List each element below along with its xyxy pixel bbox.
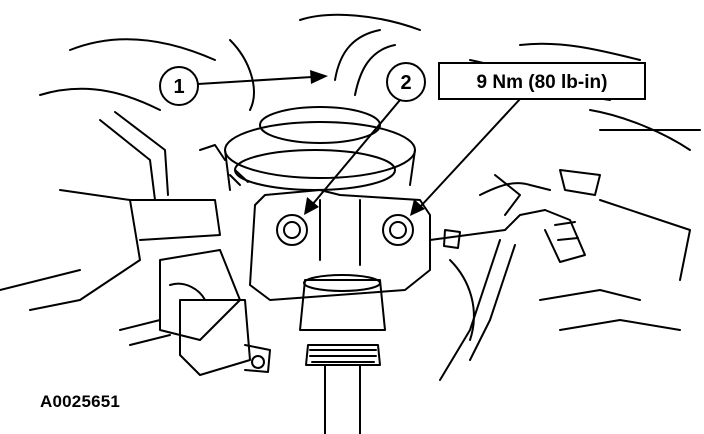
torque-spec-box xyxy=(438,62,646,100)
bolt-right-leader xyxy=(419,98,521,208)
figure-id: A0025651 xyxy=(40,392,121,411)
engine-line-art xyxy=(0,13,701,434)
callout-1-leader xyxy=(197,76,313,85)
callout-1-circle xyxy=(159,66,199,106)
torque-spec-label: 9 Nm (80 lb-in) xyxy=(477,72,608,93)
callout-1-number: 1 xyxy=(173,76,184,98)
callout-1-arrowhead xyxy=(310,70,328,84)
bolt-left-arrowhead xyxy=(304,197,319,215)
bolt-left-leader xyxy=(311,99,401,206)
bolt-right-arrowhead xyxy=(410,199,425,216)
callout-2-number: 2 xyxy=(400,72,411,94)
callout-2-circle xyxy=(386,62,426,102)
